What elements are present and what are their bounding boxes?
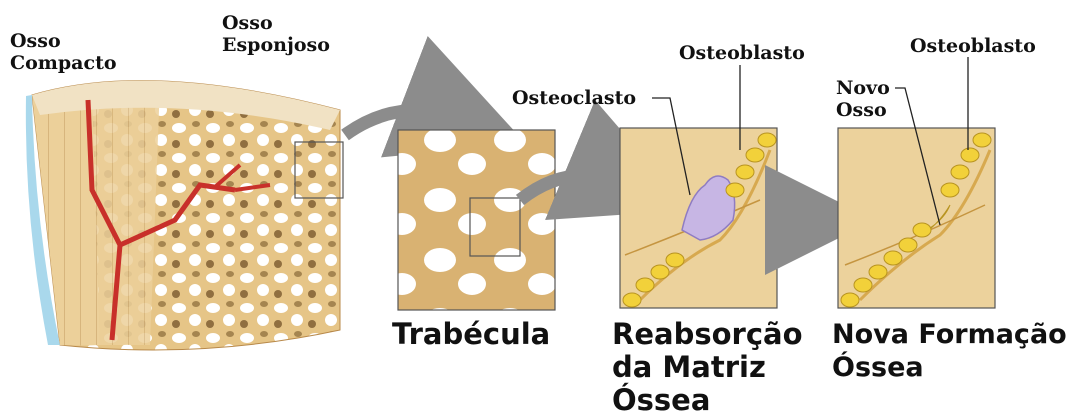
label-osteoclasto: Osteoclasto — [512, 87, 636, 109]
caption-nova-formacao-line1: Nova Formação — [832, 318, 1067, 351]
label-osso-compacto-line2: Compacto — [10, 52, 117, 74]
label-novo-osso-line2: Osso — [836, 99, 890, 121]
label-novo-osso-line1: Novo — [836, 77, 890, 99]
label-osso-compacto-line1: Osso — [10, 30, 117, 52]
label-osso-compacto: Osso Compacto — [10, 30, 117, 74]
label-novo-osso: Novo Osso — [836, 77, 890, 121]
label-osteoblasto-2: Osteoblasto — [910, 35, 1036, 57]
bone-block-illustration — [26, 81, 343, 350]
caption-reabsorcao-line1: Reabsorção — [612, 318, 803, 351]
caption-reabsorcao-line3: Óssea — [612, 384, 803, 417]
caption-reabsorcao-line2: da Matriz — [612, 351, 803, 384]
caption-nova-formacao: Nova Formação Óssea — [832, 318, 1067, 384]
label-osso-esponjoso: Osso Esponjoso — [222, 12, 330, 56]
caption-nova-formacao-line2: Óssea — [832, 351, 1067, 384]
trabecula-panel — [398, 130, 555, 310]
label-osso-esponjoso-line2: Esponjoso — [222, 34, 330, 56]
caption-reabsorcao: Reabsorção da Matriz Óssea — [612, 318, 803, 417]
label-osteoblasto-1: Osteoblasto — [679, 42, 805, 64]
label-osso-esponjoso-line1: Osso — [222, 12, 330, 34]
reabsorption-panel — [620, 65, 777, 308]
caption-trabecula: Trabécula — [392, 318, 550, 351]
